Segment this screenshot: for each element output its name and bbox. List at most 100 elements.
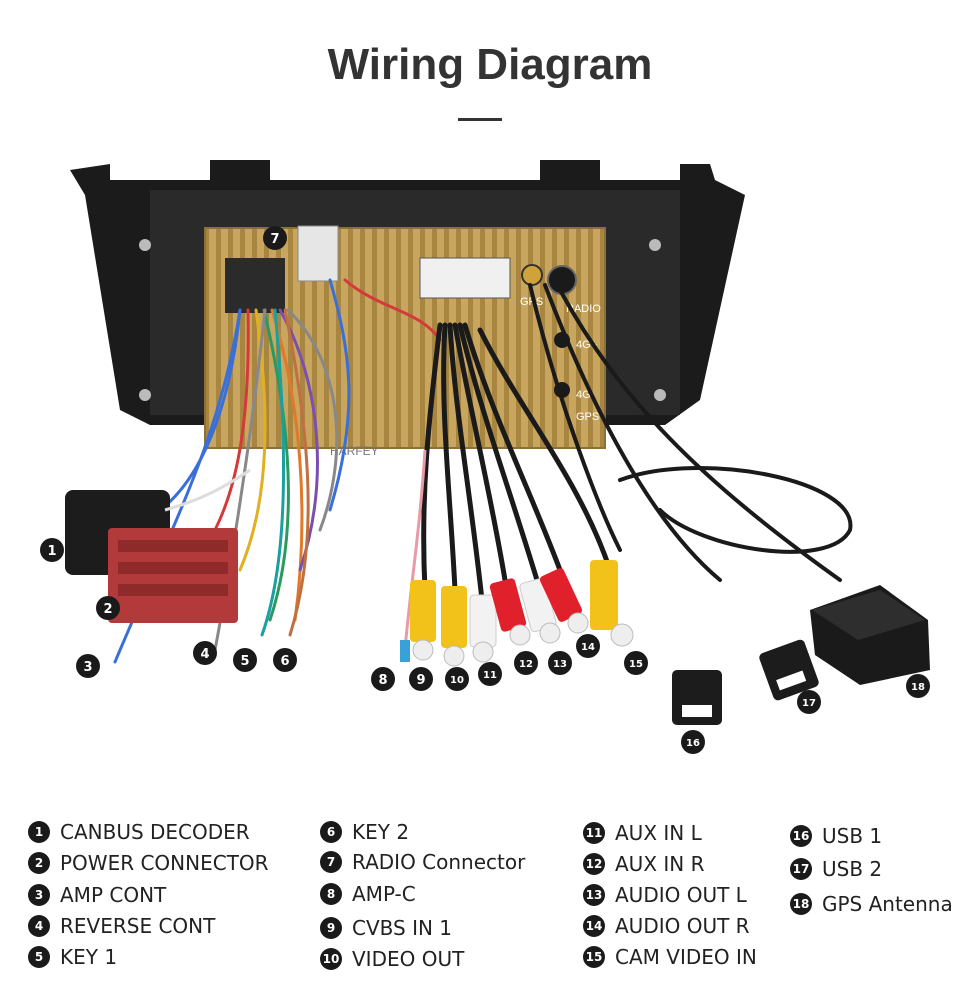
- badge-5: 5: [233, 648, 257, 672]
- legend-num: 6: [320, 821, 342, 843]
- rca-plug-cvbs-in-1: [410, 580, 436, 661]
- legend-item-5: 5 KEY 1: [28, 945, 117, 969]
- legend-num: 9: [320, 917, 342, 939]
- badge-1: 1: [40, 538, 64, 562]
- legend-label: USB 1: [822, 824, 883, 848]
- svg-text:16: 16: [686, 738, 700, 749]
- gps-port-label: GPS: [520, 296, 543, 308]
- legend-item-11: 11 AUX IN L: [583, 821, 702, 845]
- legend-item-14: 14 AUDIO OUT R: [583, 914, 750, 938]
- svg-text:13: 13: [553, 659, 567, 670]
- legend-num: 12: [583, 853, 605, 875]
- legend-item-13: 13 AUDIO OUT L: [583, 883, 747, 907]
- legend-num: 5: [28, 946, 50, 968]
- gps-antenna: [810, 585, 930, 685]
- svg-text:11: 11: [483, 670, 497, 681]
- rca-cables: [421, 283, 853, 603]
- legend-num: 11: [583, 822, 605, 844]
- legend-label: REVERSE CONT: [60, 914, 216, 938]
- badge-14: 14: [576, 634, 600, 658]
- badge-18: 18: [906, 674, 930, 698]
- legend-num: 4: [28, 915, 50, 937]
- legend-num: 7: [320, 851, 342, 873]
- legend-num: 10: [320, 948, 342, 970]
- amp-c-wire: [403, 449, 427, 651]
- legend-label: CVBS IN 1: [352, 916, 453, 940]
- power-connector-plug: [108, 528, 238, 623]
- svg-text:18: 18: [911, 682, 925, 693]
- legend-label: CAM VIDEO IN: [615, 945, 757, 969]
- legend-label: AUDIO OUT R: [615, 914, 750, 938]
- legend-label: CANBUS DECODER: [60, 820, 250, 844]
- legend-num: 8: [320, 883, 342, 905]
- amp-c-tip: [400, 640, 410, 662]
- svg-text:6: 6: [280, 654, 289, 669]
- usb-1-plug: [672, 670, 722, 725]
- badge-3: 3: [76, 654, 100, 678]
- legend-item-3: 3 AMP CONT: [28, 883, 166, 907]
- badge-17: 17: [797, 690, 821, 714]
- legend-label: AUX IN R: [615, 852, 705, 876]
- legend-label: AUDIO OUT L: [615, 883, 747, 907]
- badge-2: 2: [96, 596, 120, 620]
- svg-text:15: 15: [629, 659, 643, 670]
- badge-6: 6: [273, 648, 297, 672]
- svg-text:8: 8: [378, 673, 387, 688]
- svg-text:7: 7: [270, 232, 279, 247]
- radio-connector: [297, 225, 339, 282]
- legend-item-1: 1 CANBUS DECODER: [28, 820, 250, 844]
- legend-label: KEY 2: [352, 820, 410, 844]
- badge-10: 10: [445, 667, 469, 691]
- legend-num: 2: [28, 852, 50, 874]
- legend-item-12: 12 AUX IN R: [583, 852, 705, 876]
- rca-plug-aux-in-r: [489, 578, 531, 646]
- svg-text:9: 9: [416, 673, 425, 688]
- badge-16: 16: [681, 730, 705, 754]
- legend-item-16: 16 USB 1: [790, 824, 882, 848]
- legend-num: 3: [28, 884, 50, 906]
- legend-num: 14: [583, 915, 605, 937]
- legend-item-15: 15 CAM VIDEO IN: [583, 945, 757, 969]
- rca-plug-cam-video-in: [590, 560, 634, 647]
- legend-item-6: 6 KEY 2: [320, 820, 409, 844]
- svg-text:14: 14: [581, 642, 595, 653]
- legend-item-10: 10 VIDEO OUT: [320, 947, 464, 971]
- legend-num: 13: [583, 884, 605, 906]
- legend-label: AUX IN L: [615, 821, 702, 845]
- badge-4: 4: [193, 641, 217, 665]
- badge-15: 15: [624, 651, 648, 675]
- legend-num: 16: [790, 825, 812, 847]
- legend-label: KEY 1: [60, 945, 118, 969]
- usb-2-plug: [759, 639, 819, 701]
- legend-label: RADIO Connector: [352, 850, 526, 874]
- svg-text:2: 2: [103, 602, 112, 617]
- legend-num: 15: [583, 946, 605, 968]
- svg-text:12: 12: [519, 659, 533, 670]
- harness-socket: [419, 257, 511, 299]
- badge-8: 8: [371, 667, 395, 691]
- gps-port-label-2: GPS: [576, 411, 599, 423]
- badge-12: 12: [514, 651, 538, 675]
- legend-num: 1: [28, 821, 50, 843]
- legend-label: VIDEO OUT: [352, 947, 465, 971]
- 4g-port-label: 4G: [576, 389, 591, 401]
- legend-label: GPS Antenna: [822, 892, 953, 916]
- rca-plug-aux-in-l: [469, 594, 497, 663]
- rca-plug-video-out: [441, 586, 467, 667]
- svg-text:17: 17: [802, 698, 816, 709]
- rca-plug-audio-out-r: [539, 568, 589, 634]
- badge-13: 13: [548, 651, 572, 675]
- legend-item-4: 4 REVERSE CONT: [28, 914, 215, 938]
- badge-11: 11: [478, 662, 502, 686]
- svg-text:5: 5: [240, 654, 249, 669]
- wiring-diagram: GPS RADIO 4G+ 4G GPS HARFEY: [40, 160, 930, 754]
- legend-label: AMP CONT: [60, 883, 167, 907]
- callout-badges: 1 2 3 4 5 6 7 8 9 10 11 12 13 14 15 16 1…: [40, 226, 930, 754]
- power-socket: [225, 258, 285, 313]
- legend-label: USB 2: [822, 857, 883, 881]
- svg-text:4: 4: [200, 647, 209, 662]
- page-title: Wiring Diagram: [327, 40, 653, 89]
